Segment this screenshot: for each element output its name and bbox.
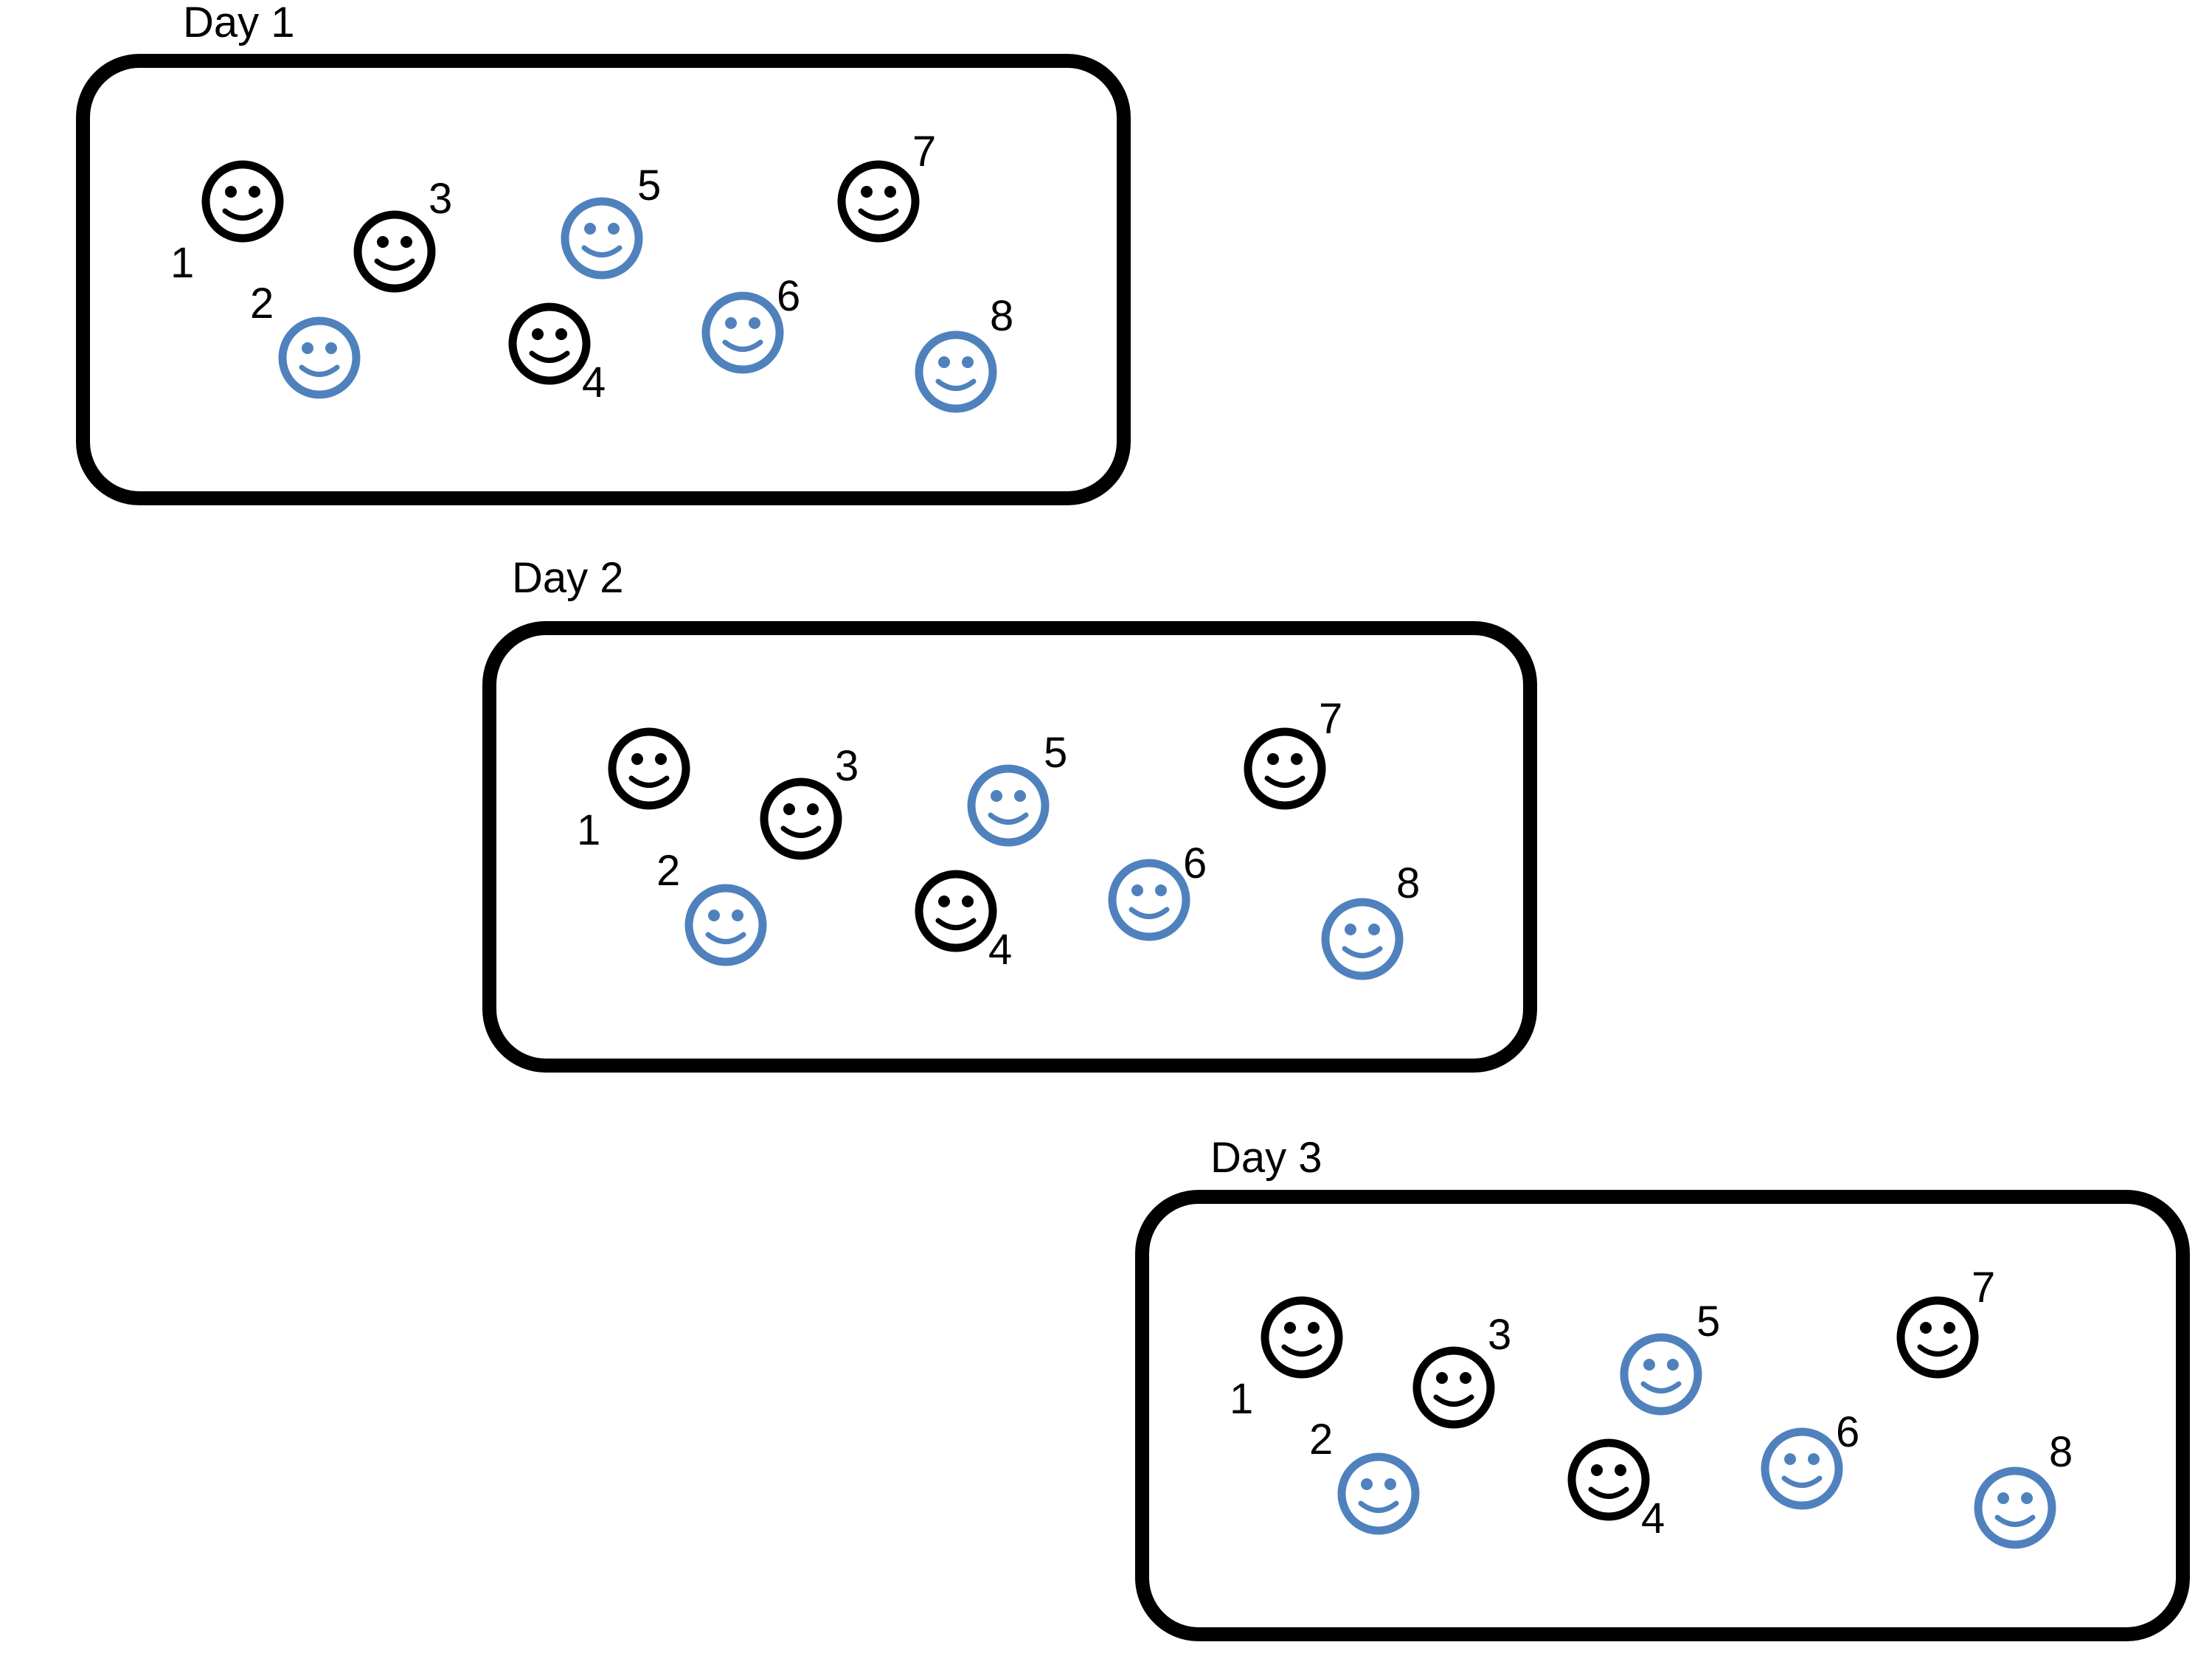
person-number-label: 5 [637, 162, 662, 209]
person-number-label: 4 [1641, 1495, 1665, 1542]
person-number-label: 7 [1972, 1264, 1996, 1312]
person-number-label: 6 [1183, 839, 1207, 887]
person-number-label: 1 [1230, 1375, 1254, 1423]
smiley-face-icon [913, 329, 999, 415]
smiley-face-icon [965, 763, 1051, 848]
smiley-face-icon [277, 315, 362, 401]
smiley-face-icon [559, 195, 645, 281]
person-number-label: 2 [250, 280, 274, 328]
smiley-face-icon [1618, 1331, 1704, 1417]
smiley-face-icon [1411, 1345, 1497, 1430]
person-number-label: 4 [582, 359, 606, 406]
person-number-label: 8 [990, 292, 1014, 340]
smiley-face-icon [507, 301, 592, 387]
person-number-label: 3 [1488, 1311, 1512, 1359]
smiley-face-icon [1320, 896, 1405, 982]
smiley-face-icon [683, 882, 769, 968]
smiley-face-icon [1972, 1465, 2058, 1551]
smiley-face-icon [1895, 1295, 1980, 1380]
day-2-title: Day 2 [512, 554, 624, 602]
person-number-label: 3 [429, 175, 453, 223]
smiley-face-icon [1259, 1295, 1345, 1380]
person-number-label: 8 [1396, 859, 1421, 907]
smiley-face-icon [200, 159, 285, 244]
smiley-face-icon [700, 290, 786, 375]
person-number-label: 6 [1836, 1408, 1860, 1456]
smiley-face-icon [606, 726, 692, 811]
smiley-face-icon [1566, 1437, 1651, 1523]
smiley-face-icon [1336, 1451, 1421, 1537]
person-number-label: 8 [2049, 1428, 2073, 1476]
person-number-label: 7 [1319, 695, 1343, 743]
smiley-face-icon [1759, 1426, 1845, 1511]
day-3-panel [1135, 1190, 2190, 1641]
person-number-label: 2 [1309, 1416, 1334, 1464]
person-number-label: 3 [835, 742, 859, 790]
day-2-panel [482, 621, 1537, 1073]
day-1-panel [76, 54, 1131, 505]
person-number-label: 2 [656, 847, 681, 895]
person-number-label: 7 [912, 128, 937, 176]
day-3-title: Day 3 [1210, 1134, 1322, 1182]
person-number-label: 1 [577, 806, 601, 854]
smiley-face-icon [913, 868, 999, 954]
person-number-label: 5 [1044, 729, 1068, 777]
day-1-title: Day 1 [183, 0, 295, 46]
smiley-face-icon [352, 209, 437, 294]
smiley-face-icon [836, 159, 921, 244]
smiley-face-icon [1242, 726, 1328, 811]
person-number-label: 1 [170, 239, 195, 287]
person-number-label: 4 [988, 926, 1013, 974]
person-number-label: 5 [1696, 1298, 1721, 1345]
smiley-face-icon [1106, 857, 1192, 943]
person-number-label: 6 [777, 272, 801, 320]
smiley-face-icon [758, 776, 844, 862]
